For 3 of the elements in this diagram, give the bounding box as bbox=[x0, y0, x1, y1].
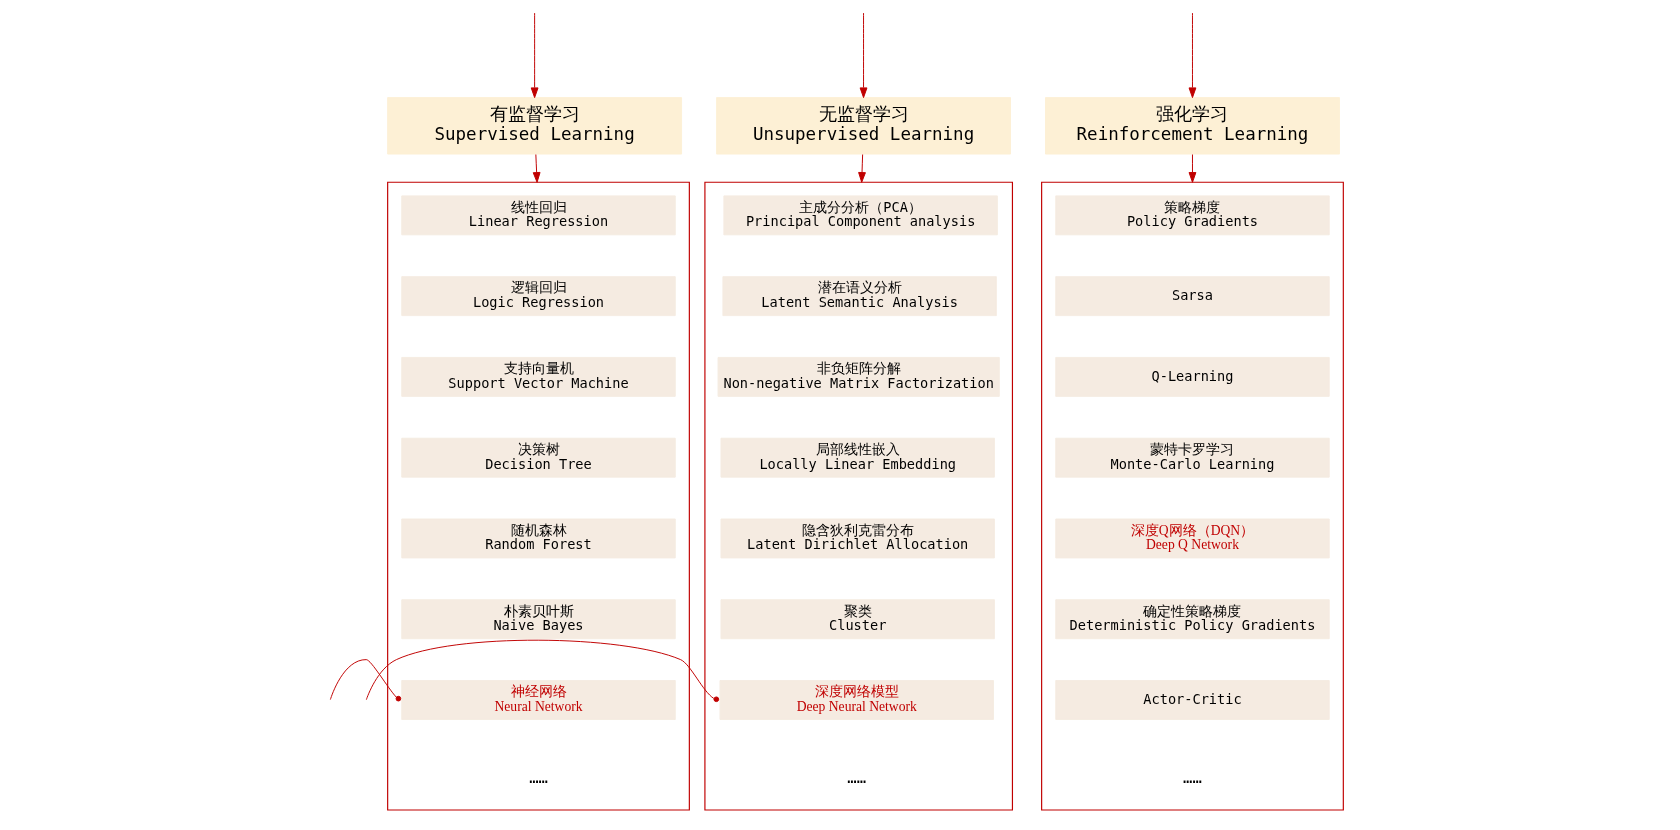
label: …… bbox=[846, 768, 866, 787]
label: …… bbox=[528, 768, 548, 787]
label: …… bbox=[1182, 768, 1202, 787]
